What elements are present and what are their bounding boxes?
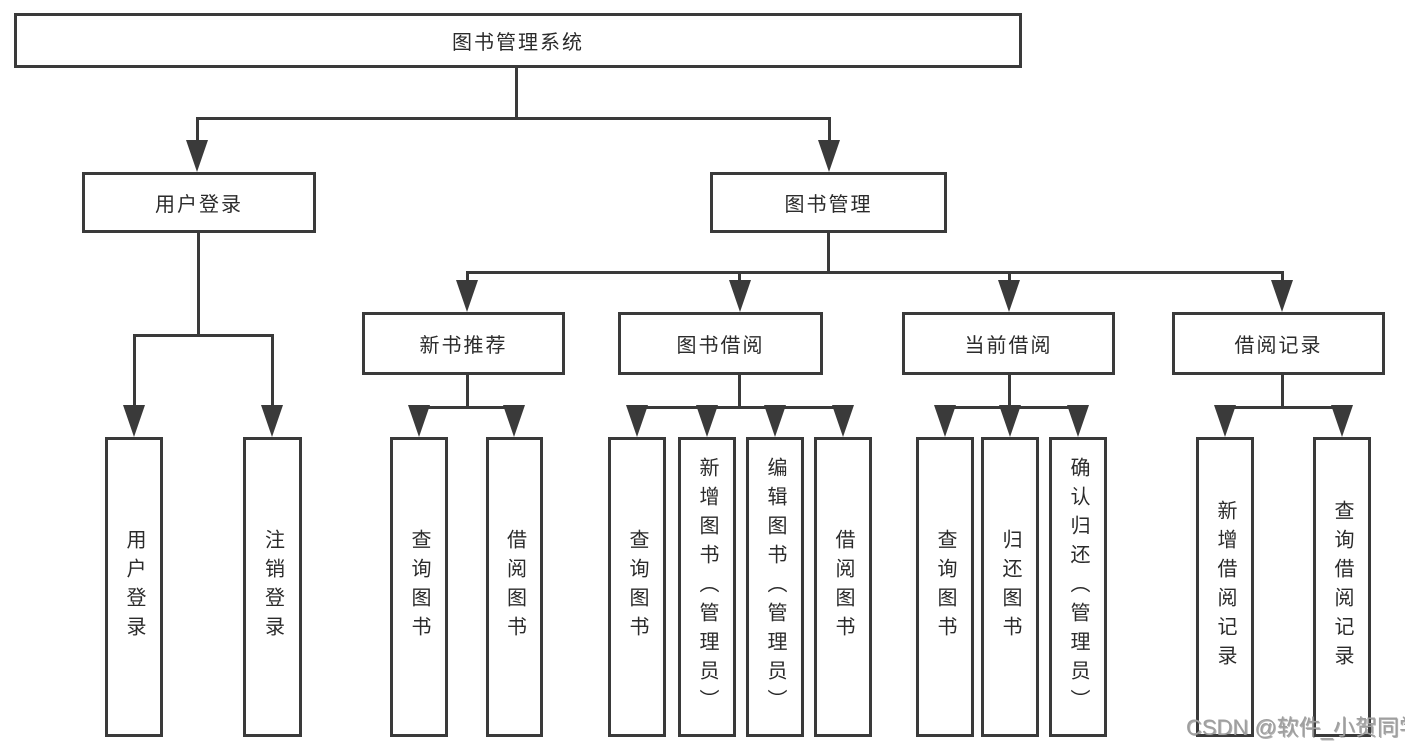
leaf-label: 查询借阅记录 <box>1331 500 1353 674</box>
leaf-label: 借阅图书 <box>832 529 854 645</box>
leaf-label: 查询图书 <box>934 529 956 645</box>
leaf-borrow-query-books: 查询图书 <box>608 437 666 737</box>
connector-book-borrow-stem <box>738 375 741 409</box>
node-user-login: 用户登录 <box>82 172 316 233</box>
node-library-management-system: 图书管理系统 <box>14 13 1022 68</box>
leaf-recommend-borrow-books: 借阅图书 <box>486 437 543 737</box>
node-new-book-recommend: 新书推荐 <box>362 312 565 375</box>
arrow-down-icon <box>764 405 786 437</box>
arrow-down-icon <box>456 280 478 312</box>
leaf-current-confirm-return-admin: 确认归还（管理员） <box>1049 437 1107 737</box>
arrow-down-icon <box>818 140 840 172</box>
leaf-user-login: 用户登录 <box>105 437 163 737</box>
arrow-down-icon <box>1331 405 1353 437</box>
leaf-current-query-books: 查询图书 <box>916 437 974 737</box>
connector-drop-current-borrow <box>1008 271 1011 283</box>
arrow-down-icon <box>626 405 648 437</box>
connector-new-book-split <box>418 406 516 409</box>
arrow-down-icon <box>729 280 751 312</box>
connector-borrow-records-stem <box>1281 375 1284 409</box>
connector-drop-leaf-user-login <box>133 334 136 408</box>
node-current-borrow: 当前借阅 <box>902 312 1115 375</box>
connector-book-management-stem <box>827 233 830 274</box>
leaf-label: 查询图书 <box>408 529 430 645</box>
connector-book-management-split <box>466 271 1284 274</box>
arrow-down-icon <box>261 405 283 437</box>
connector-drop-leaf-logout <box>271 334 274 408</box>
arrow-down-icon <box>503 405 525 437</box>
arrow-down-icon <box>998 280 1020 312</box>
node-label: 当前借阅 <box>964 335 1053 357</box>
node-label: 借阅记录 <box>1234 335 1323 357</box>
leaf-logout: 注销登录 <box>243 437 302 737</box>
arrow-down-icon <box>123 405 145 437</box>
connector-book-borrow-split <box>636 406 845 409</box>
csdn-watermark: CSDN @软件_小贺同学 <box>1186 715 1405 740</box>
leaf-label: 确认归还（管理员） <box>1067 456 1089 718</box>
leaf-records-add-borrow-record: 新增借阅记录 <box>1196 437 1254 737</box>
connector-drop-borrow-records <box>1281 271 1284 283</box>
node-label: 图书管理 <box>784 194 873 216</box>
connector-user-login-split <box>133 334 274 337</box>
leaf-borrow-add-books-admin: 新增图书（管理员） <box>678 437 736 737</box>
connector-current-borrow-stem <box>1008 375 1011 409</box>
arrow-down-icon <box>696 405 718 437</box>
arrow-down-icon <box>934 405 956 437</box>
connector-drop-user-login <box>196 117 199 143</box>
leaf-records-query-borrow-record: 查询借阅记录 <box>1313 437 1371 737</box>
connector-drop-new-book-recommend <box>466 271 469 283</box>
arrow-down-icon <box>186 140 208 172</box>
node-label: 图书借阅 <box>676 335 765 357</box>
leaf-label: 归还图书 <box>999 529 1021 645</box>
arrow-down-icon <box>408 405 430 437</box>
connector-root-split <box>196 117 831 120</box>
leaf-label: 注销登录 <box>261 529 284 645</box>
arrow-down-icon <box>832 405 854 437</box>
node-label: 图书管理系统 <box>452 32 584 54</box>
arrow-down-icon <box>1271 280 1293 312</box>
node-label: 用户登录 <box>155 194 243 216</box>
arrow-down-icon <box>1067 405 1089 437</box>
arrow-down-icon <box>1214 405 1236 437</box>
connector-drop-book-borrow <box>738 271 741 283</box>
arrow-down-icon <box>999 405 1021 437</box>
node-borrow-records: 借阅记录 <box>1172 312 1385 375</box>
leaf-borrow-edit-books-admin: 编辑图书（管理员） <box>746 437 804 737</box>
node-book-borrow: 图书借阅 <box>618 312 823 375</box>
leaf-label: 借阅图书 <box>503 529 526 645</box>
leaf-label: 新增图书（管理员） <box>696 456 718 718</box>
connector-borrow-records-split <box>1224 406 1344 409</box>
leaf-borrow-borrow-books: 借阅图书 <box>814 437 872 737</box>
connector-new-book-stem <box>466 375 469 409</box>
leaf-label: 用户登录 <box>123 529 145 645</box>
connector-user-login-stem <box>197 233 200 337</box>
leaf-current-return-books: 归还图书 <box>981 437 1039 737</box>
leaf-label: 查询图书 <box>626 529 648 645</box>
connector-root-stem <box>515 68 518 119</box>
node-book-management: 图书管理 <box>710 172 947 233</box>
node-label: 新书推荐 <box>419 335 508 357</box>
leaf-label: 编辑图书（管理员） <box>764 456 786 718</box>
leaf-label: 新增借阅记录 <box>1214 500 1236 674</box>
connector-drop-book-management <box>828 117 831 143</box>
leaf-recommend-query-books: 查询图书 <box>390 437 448 737</box>
